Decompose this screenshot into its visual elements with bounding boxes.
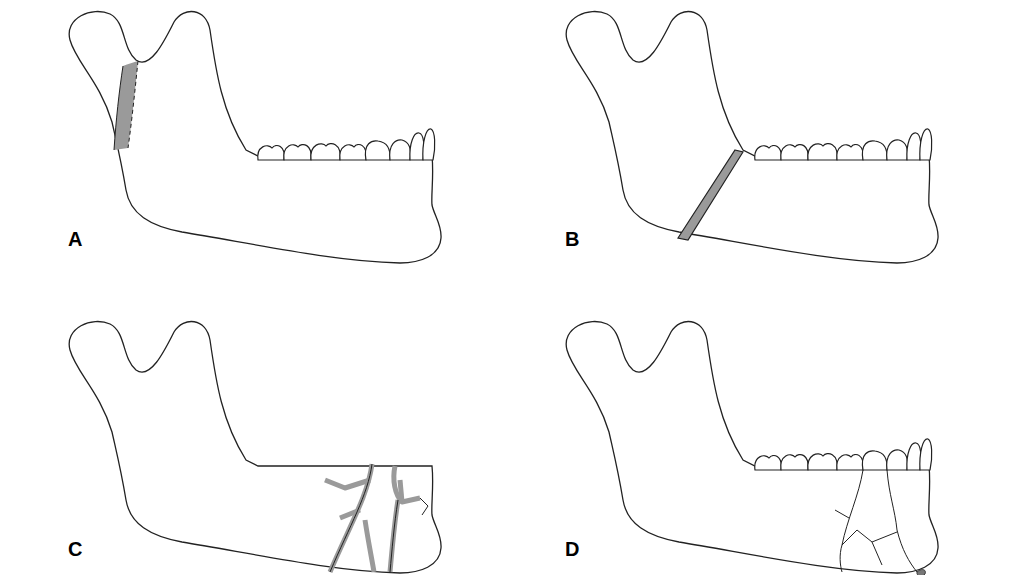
panel-letter: C [68, 539, 82, 559]
mandible-d [566, 322, 938, 575]
panel-letter: D [565, 539, 579, 559]
panel-letter: A [68, 229, 82, 249]
panel-letter: B [565, 229, 579, 249]
mandible-b [566, 12, 938, 263]
mandible-c [69, 322, 441, 573]
mandible-a [69, 12, 441, 263]
